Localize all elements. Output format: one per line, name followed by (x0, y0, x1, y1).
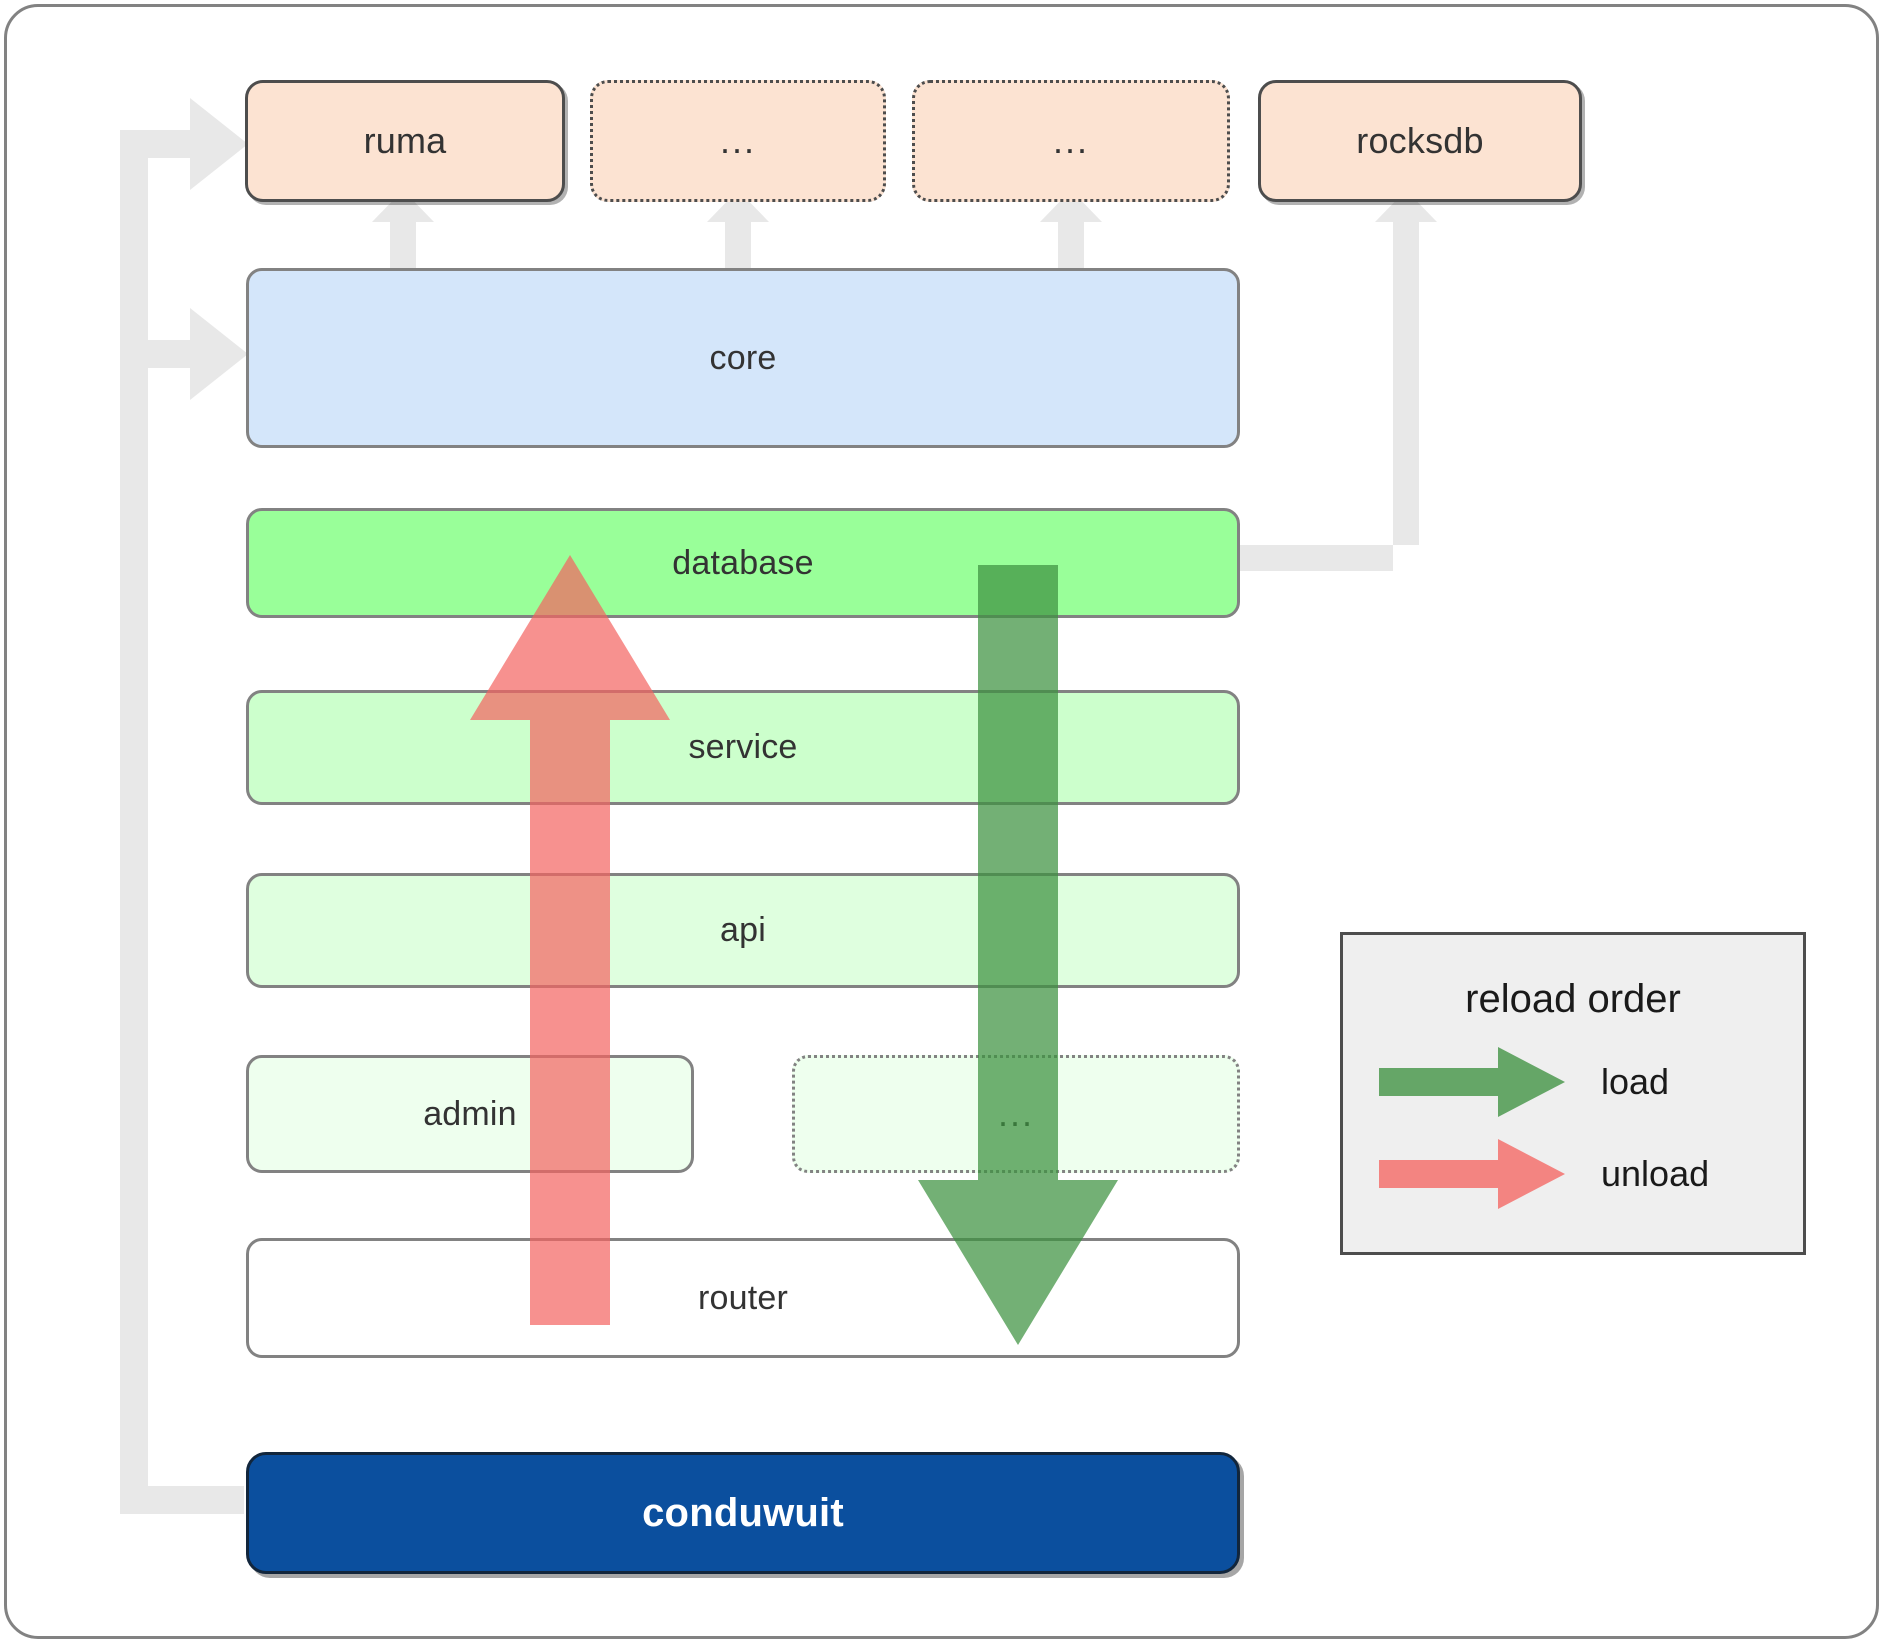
load-arrow-icon (1379, 1047, 1565, 1117)
dependency-box-dots-2[interactable]: ... (912, 80, 1230, 202)
layer-box-core[interactable]: core (246, 268, 1240, 448)
dependency-box-dots-1[interactable]: ... (590, 80, 886, 202)
legend-label-load: load (1601, 1061, 1670, 1102)
dependency-box-ruma[interactable]: ruma (245, 80, 565, 202)
dependency-label-dots-1: ... (719, 120, 756, 162)
layer-box-database[interactable]: database (246, 508, 1240, 618)
layer-label-admin: admin (423, 1094, 517, 1133)
layer-label-extra-dots: ... (997, 1093, 1034, 1135)
legend-arrow-icons (1379, 1047, 1565, 1209)
layer-label-router: router (697, 1278, 789, 1317)
layer-box-admin[interactable]: admin (246, 1055, 694, 1173)
layer-box-api[interactable]: api (246, 873, 1240, 988)
root-box-conduwuit[interactable]: conduwuit (246, 1452, 1240, 1574)
layer-label-database: database (672, 543, 814, 582)
dependency-label-rocksdb: rocksdb (1356, 120, 1484, 161)
dependency-label-dots-2: ... (1052, 120, 1089, 162)
legend-panel: reload order load unload (1340, 932, 1806, 1255)
legend-title: reload order (1465, 977, 1681, 1021)
diagram-outer-frame (4, 4, 1879, 1639)
layer-label-api: api (720, 911, 766, 949)
dependency-label-ruma: ruma (363, 120, 447, 161)
layer-label-service: service (688, 728, 798, 766)
root-label-conduwuit: conduwuit (642, 1490, 844, 1535)
layer-box-router[interactable]: router (246, 1238, 1240, 1358)
layer-label-core: core (709, 338, 777, 377)
dependency-box-rocksdb[interactable]: rocksdb (1258, 80, 1582, 202)
layer-box-extra-dots[interactable]: ... (792, 1055, 1240, 1173)
legend-label-unload: unload (1601, 1153, 1710, 1194)
unload-arrow-icon (1379, 1139, 1565, 1209)
layer-box-service[interactable]: service (246, 690, 1240, 805)
